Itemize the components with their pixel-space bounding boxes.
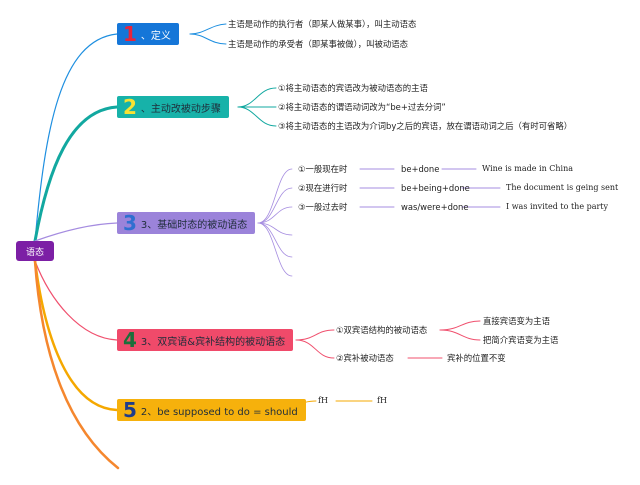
branch-5-number: 5 [123,398,137,422]
tense-row-3-name[interactable]: ③一般过去时 [298,202,348,212]
connector-b3-fan-2 [257,187,293,224]
connector-b4-sub-1 [439,320,481,331]
branch-5-grandchild[interactable]: fH [377,396,387,405]
branch-2-number: 2 [123,95,137,119]
complement-unchanged[interactable]: 宾补的位置不变 [447,353,506,363]
tense-row-3-example[interactable]: I was invited to the party [506,202,609,211]
connector-root-branch-2 [33,105,119,243]
double-object-node[interactable]: ①双宾语结构的被动语态 [336,325,428,335]
branch-4-double-object[interactable]: 4 3、双宾语&宾补结构的被动语态 [117,328,294,352]
direct-object-subject[interactable]: 直接宾语变为主语 [483,316,550,326]
connector-b3-fan-6 [257,222,293,277]
connector-root-branch-3 [34,222,118,242]
branch-1-definition[interactable]: 1 、定义 [117,23,179,45]
branch-3-number: 3 [123,211,137,235]
branch-4-label: 3、双宾语&宾补结构的被动语态 [140,336,286,348]
root-label: 语态 [25,247,44,258]
root-node-voice[interactable]: 语态 [16,241,54,261]
branch-2-label: 、主动改被动步骤 [140,103,221,115]
step-3[interactable]: ③将主动语态的主语改为介词by之后的宾语，放在谓语动词之后（有时可省略） [278,121,573,131]
branch-5-label: 2、be supposed to do = should [140,406,298,418]
branch-5-supposed-to[interactable]: 5 2、be supposed to do = should [117,399,306,421]
connector-b2-child-3 [237,106,277,127]
connector-b2-child-1 [237,87,277,108]
connector-root-extra-branch [33,259,120,470]
tense-row-2-example[interactable]: The document is geing sent [506,183,619,192]
connector-b4-sub-2 [439,329,481,341]
tense-row-3-form[interactable]: was/were+done [401,202,469,212]
definition-active[interactable]: 主语是动作的执行者（即某人做某事），叫主动语态 [228,19,417,29]
connector-root-branch-1 [34,33,118,242]
definition-passive[interactable]: 主语是动作的承受者（即某事被做），叫被动语态 [228,39,409,49]
tense-row-1-name[interactable]: ①一般现在时 [298,164,348,174]
branch-1-number: 1 [123,22,137,46]
connector-b4-child-1 [295,329,335,341]
branch-1-label: 、定义 [140,30,171,42]
connector-b3-fan-1 [257,168,293,224]
branch-5-child[interactable]: fH [318,396,328,405]
connector-root-branch-5 [33,259,119,412]
connector-b3-fan-3 [257,206,293,224]
tense-row-1-example[interactable]: Wine is made in China [482,164,574,173]
complement-node[interactable]: ②宾补被动语态 [336,353,394,363]
connector-b1-child-1 [189,23,227,35]
tense-row-2-name[interactable]: ②现在进行时 [298,183,348,193]
branch-3-basic-tenses[interactable]: 3 3、基础时态的被动语态 [117,211,256,235]
branch-2-steps[interactable]: 2 、主动改被动步骤 [117,96,229,118]
indirect-object-subject[interactable]: 把简介宾语变为主语 [483,335,559,345]
connector-b4-child-2 [295,339,335,359]
connector-root-branch-4 [34,260,118,341]
branch-3-label: 3、基础时态的被动语态 [140,219,248,231]
step-2[interactable]: ②将主动语态的谓语动词改为“be+过去分词” [278,102,446,112]
connector-b3-fan-5 [257,222,293,258]
branch-4-number: 4 [123,328,137,352]
tense-row-2-form[interactable]: be+being+done [401,183,470,193]
step-1[interactable]: ①将主动语态的宾语改为被动语态的主语 [278,83,428,93]
connector-b1-child-2 [189,33,227,45]
tense-row-1-form[interactable]: be+done [401,164,440,174]
